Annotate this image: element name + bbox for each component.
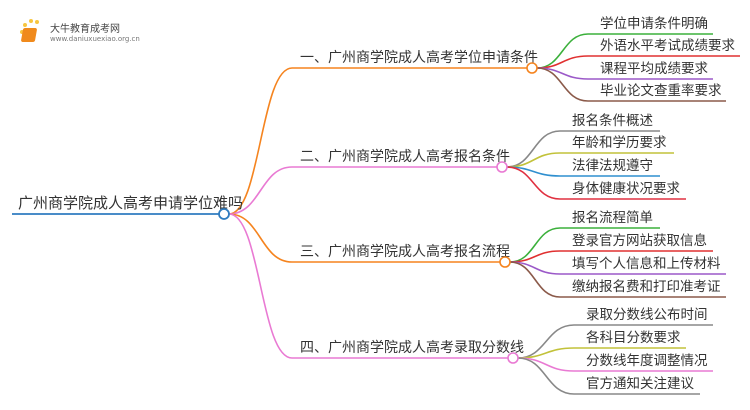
leaf-label: 报名条件概述 [572,112,653,129]
logo: 大牛教育成考网 www.daniuxuexiao.org.cn [18,18,140,44]
leaf-label: 登录官方网站获取信息 [572,232,707,249]
branch-connector [228,166,293,215]
branch-label: 四、广州商学院成人高考录取分数线 [300,339,524,356]
branch-connector [228,213,293,359]
leaf-label: 年龄和学历要求 [572,135,667,151]
leaf-connector [509,261,561,298]
branch-label: 三、广州商学院成人高考报名流程 [300,243,510,260]
leaf-label: 外语水平考试成绩要求 [600,38,735,54]
leaf-label: 报名流程简单 [572,209,653,226]
leaf-label: 课程平均成绩要求 [600,61,708,77]
root-node-circle [218,208,230,220]
leaf-label: 填写个人信息和上传材料 [572,255,721,272]
branch-node-circle [507,352,519,364]
leaf-label: 毕业论文查重率要求 [600,82,722,99]
leaf-connector [536,33,589,69]
leaf-connector [536,67,589,102]
leaf-connector [506,166,561,200]
branch-connector [228,213,293,263]
branch-label: 二、广州商学院成人高考报名条件 [300,148,510,165]
leaf-label: 各科目分数要求 [586,330,681,346]
leaf-label: 法律法规遵守 [572,157,653,174]
leaf-label: 分数线年度调整情况 [586,353,708,369]
leaf-label: 身体健康状况要求 [572,180,680,197]
root-label: 广州商学院成人高考申请学位难吗 [18,194,243,212]
branch-node-circle [499,256,511,268]
leaf-label: 缴纳报名费和打印准考证 [572,278,721,295]
branch-connector [228,67,293,215]
logo-title: 大牛教育成考网 [50,23,120,35]
leaf-connector [517,357,575,395]
branch-node-circle [496,161,508,173]
leaf-label: 官方通知关注建议 [586,375,694,392]
leaf-connector [506,130,561,168]
book-logo-icon [20,19,39,42]
branch-label: 一、广州商学院成人高考学位申请条件 [300,49,538,66]
logo-url: www.daniuxuexiao.org.cn [50,34,140,43]
leaf-label: 录取分数线公布时间 [586,307,708,323]
leaf-label: 学位申请条件明确 [600,15,708,32]
branch-node-circle [526,62,538,74]
